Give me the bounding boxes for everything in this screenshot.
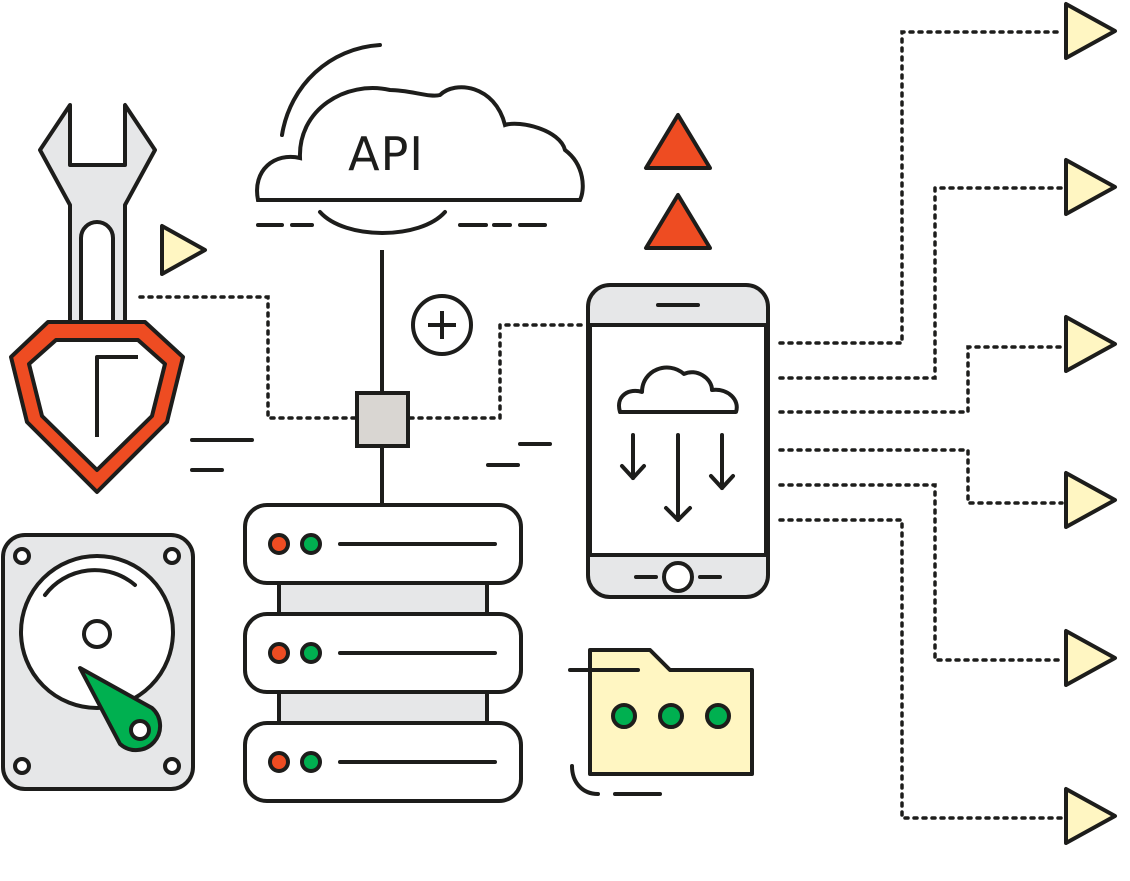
triangle-arrow-icon — [1064, 471, 1117, 529]
cloud-download-icon — [617, 365, 739, 522]
triangle-arrow-icon — [1064, 787, 1117, 845]
hub-node — [355, 391, 410, 448]
motion-dashes — [190, 438, 552, 472]
connector-phone-arrow-4 — [778, 448, 1064, 505]
triangle-arrow-icon — [1064, 2, 1117, 60]
hard-drive-icon — [1, 533, 195, 791]
wrench-icon — [38, 103, 157, 342]
triangle-arrow-icon — [1064, 158, 1117, 216]
triangle-up-icon — [644, 193, 712, 250]
connector-wrench-hub — [138, 295, 358, 420]
folder-icon — [568, 648, 754, 796]
api-label: API — [348, 127, 424, 181]
plus-circle-icon — [411, 294, 473, 356]
connector-phone-arrow-6 — [778, 518, 1064, 820]
up-triangles — [644, 113, 712, 250]
connector-phone-arrow-5 — [778, 483, 1064, 662]
right-arrows — [1064, 2, 1117, 845]
server-stack-icon — [243, 503, 523, 803]
connector-phone-arrow-2 — [778, 186, 1064, 380]
connector-phone-arrow-3 — [778, 345, 1064, 414]
connector-phone-arrow-1 — [778, 30, 1064, 345]
connector-hub-phone — [408, 323, 587, 420]
shield-icon — [9, 320, 185, 494]
triangle-arrow-icon — [1064, 315, 1117, 373]
triangle-arrow-icon — [160, 224, 207, 276]
triangle-up-icon — [644, 113, 712, 170]
dotted-connectors — [138, 30, 1064, 820]
api-cloud-icon — [255, 43, 585, 235]
triangle-arrow-icon — [1064, 629, 1117, 687]
